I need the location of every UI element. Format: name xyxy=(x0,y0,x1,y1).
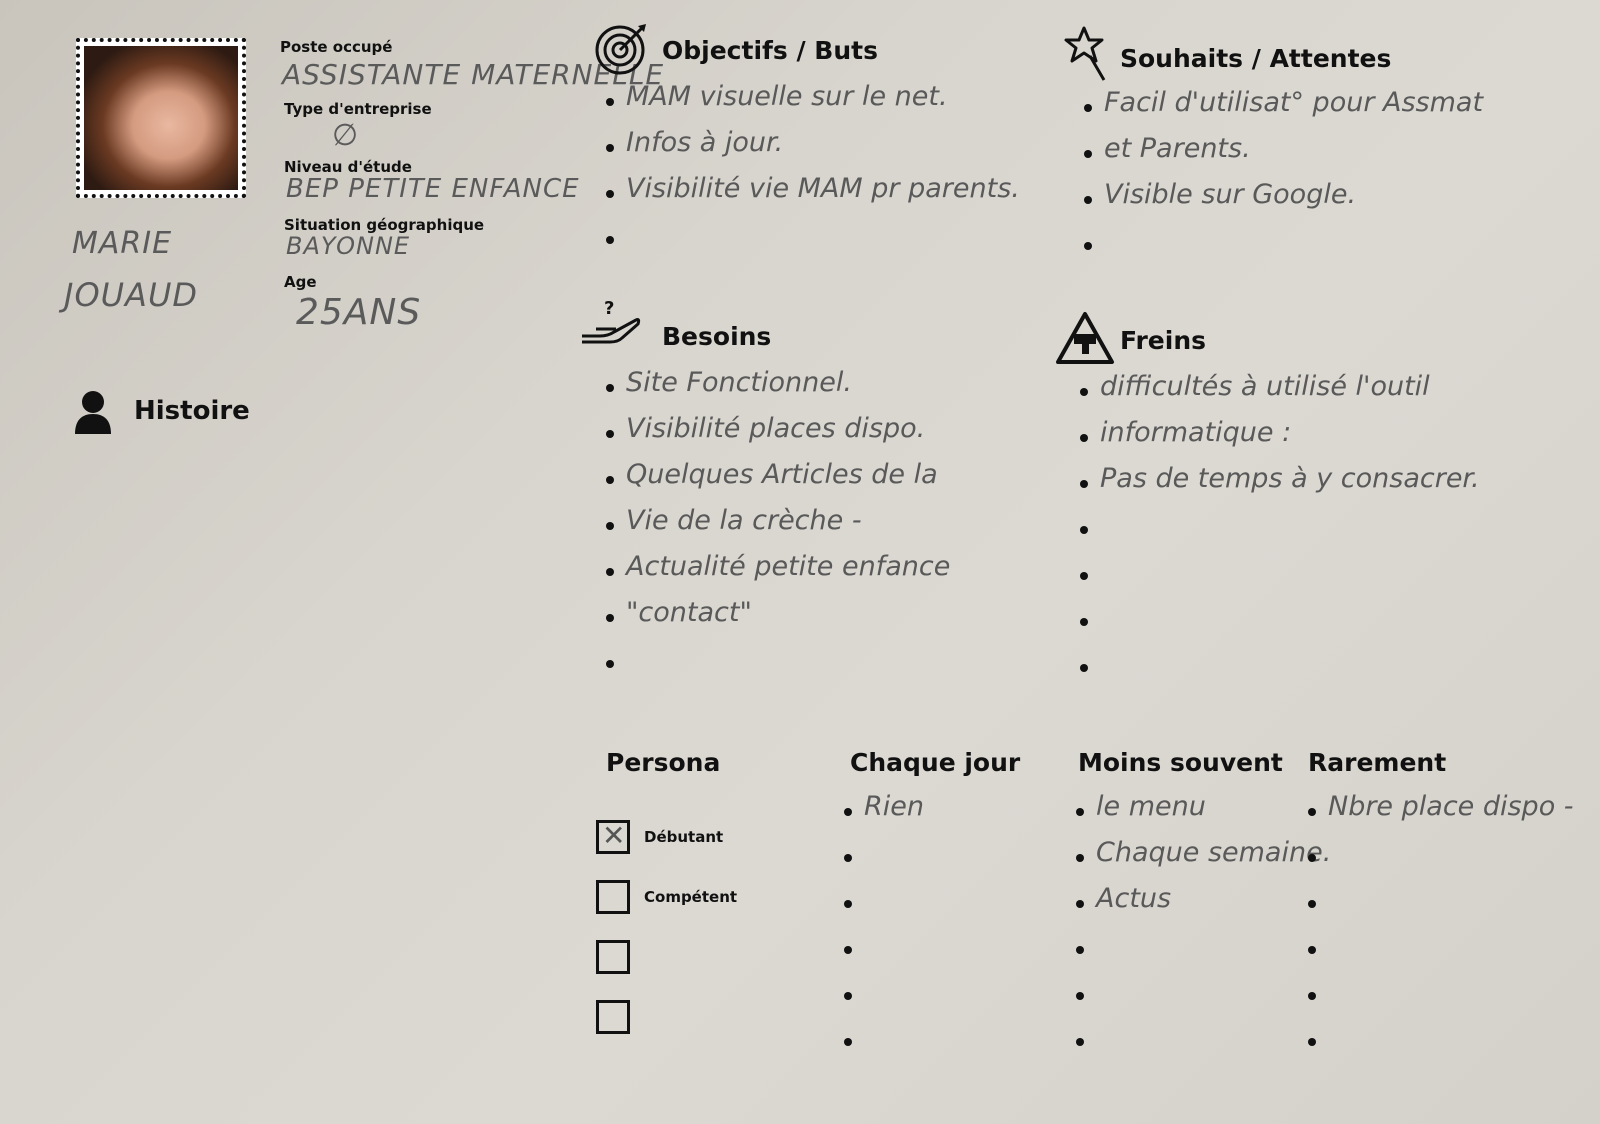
list-item: Vie de la crèche - xyxy=(606,498,950,544)
persona-option-label: Compétent xyxy=(644,888,738,906)
first-name: MARIE xyxy=(72,226,173,261)
list-item xyxy=(1076,922,1331,968)
svg-text:?: ? xyxy=(604,298,614,319)
list-item: Facil d'utilisat° pour Assmat xyxy=(1084,80,1483,126)
histoire-title: Histoire xyxy=(134,396,250,426)
list-item xyxy=(1080,548,1480,594)
star-wand-icon xyxy=(1064,26,1112,88)
persona-title: Persona xyxy=(606,748,721,777)
list-item: "contact" xyxy=(606,590,950,636)
list-item: difficultés à utilisé l'outil xyxy=(1080,364,1480,410)
persona-option-competent[interactable]: Compétent xyxy=(596,880,737,914)
list-item: Actualité petite enfance xyxy=(606,544,950,590)
list-item: Infos à jour. xyxy=(606,120,1020,166)
list-item: Rien xyxy=(844,784,924,830)
freins-list: difficultés à utilisé l'outil informatiq… xyxy=(1080,364,1480,686)
situation-label: Situation géographique xyxy=(284,216,485,234)
list-item xyxy=(1076,1014,1331,1060)
list-item: Actus xyxy=(1076,876,1331,922)
person-icon xyxy=(74,390,112,440)
souhaits-title: Souhaits / Attentes xyxy=(1120,44,1392,73)
list-item: Pas de temps à y consacrer. xyxy=(1080,456,1480,502)
poste-label: Poste occupé xyxy=(280,38,393,56)
list-item xyxy=(1308,830,1574,876)
list-item xyxy=(1080,640,1480,686)
list-item xyxy=(1308,1014,1574,1060)
list-item xyxy=(1308,922,1574,968)
warning-thumbs-down-icon xyxy=(1054,310,1116,370)
besoins-list: Site Fonctionnel. Visibilité places disp… xyxy=(606,360,950,682)
list-item: le menu xyxy=(1076,784,1331,830)
moins-souvent-list: le menu Chaque semaine. Actus xyxy=(1076,784,1331,1060)
chaque-jour-list: Rien xyxy=(844,784,924,1060)
situation-value: BAYONNE xyxy=(286,232,411,260)
last-name: JOUAUD xyxy=(64,276,198,314)
rarement-list: Nbre place dispo - xyxy=(1308,784,1574,1060)
freins-title: Freins xyxy=(1120,326,1207,355)
list-item xyxy=(844,1014,924,1060)
checkbox-debutant[interactable] xyxy=(596,819,630,854)
niveau-value: BEP PETITE ENFANCE xyxy=(286,174,580,204)
rarement-title: Rarement xyxy=(1308,748,1447,777)
list-item: MAM visuelle sur le net. xyxy=(606,74,1020,120)
list-item xyxy=(1080,594,1480,640)
list-item: Visibilité vie MAM pr parents. xyxy=(606,166,1020,212)
list-item xyxy=(1084,218,1483,264)
list-item xyxy=(844,876,924,922)
list-item xyxy=(1080,502,1480,548)
type-value: ∅ xyxy=(332,118,360,153)
persona-option-label: Débutant xyxy=(644,828,724,846)
checkbox-empty[interactable] xyxy=(596,940,630,974)
hand-question-icon: ? xyxy=(578,296,644,352)
checkbox-competent[interactable] xyxy=(596,880,630,914)
list-item: Site Fonctionnel. xyxy=(606,360,950,406)
list-item xyxy=(1076,968,1331,1014)
list-item xyxy=(844,968,924,1014)
list-item: Visibilité places dispo. xyxy=(606,406,950,452)
age-label: Age xyxy=(284,273,317,291)
checkbox-empty[interactable] xyxy=(596,1000,630,1034)
list-item xyxy=(1308,968,1574,1014)
target-icon xyxy=(594,22,648,80)
list-item xyxy=(844,830,924,876)
profile-photo xyxy=(84,46,238,190)
niveau-label: Niveau d'étude xyxy=(284,158,412,176)
besoins-title: Besoins xyxy=(662,322,772,351)
persona-option-debutant[interactable]: Débutant xyxy=(596,819,724,854)
objectifs-list: MAM visuelle sur le net. Infos à jour. V… xyxy=(606,74,1020,258)
persona-option-3[interactable] xyxy=(596,940,644,974)
list-item xyxy=(606,636,950,682)
chaque-jour-title: Chaque jour xyxy=(850,748,1021,777)
objectifs-title: Objectifs / Buts xyxy=(662,36,878,65)
profile-photo-frame xyxy=(76,38,246,198)
moins-souvent-title: Moins souvent xyxy=(1078,748,1283,777)
list-item xyxy=(844,922,924,968)
list-item: Quelques Articles de la xyxy=(606,452,950,498)
list-item: Nbre place dispo - xyxy=(1308,784,1574,830)
type-label: Type d'entreprise xyxy=(284,100,432,118)
list-item xyxy=(606,212,1020,258)
age-value: 25ANS xyxy=(296,292,422,333)
souhaits-list: Facil d'utilisat° pour Assmat et Parents… xyxy=(1084,80,1483,264)
list-item: et Parents. xyxy=(1084,126,1483,172)
persona-option-4[interactable] xyxy=(596,1000,644,1034)
list-item: informatique : xyxy=(1080,410,1480,456)
list-item: Chaque semaine. xyxy=(1076,830,1331,876)
list-item: Visible sur Google. xyxy=(1084,172,1483,218)
list-item xyxy=(1308,876,1574,922)
